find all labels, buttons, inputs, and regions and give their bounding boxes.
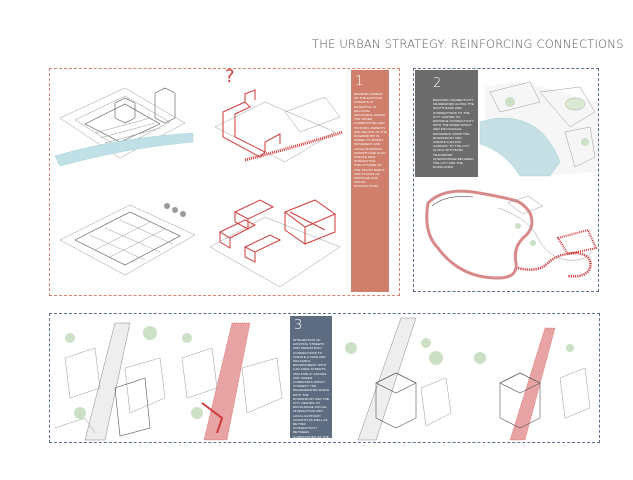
sketch-building-plaza-red	[474, 327, 591, 441]
panel-3-frame	[49, 313, 600, 443]
sketch-red-route-map	[425, 189, 598, 280]
panel-1-number: 1	[355, 74, 364, 89]
sketch-industrial-aerial	[54, 87, 194, 167]
panel-3-number: 3	[294, 318, 303, 333]
panel-3-description: INTEGRATION OF EXISTING STREETS AND PEDE…	[293, 338, 330, 443]
page-title: THE URBAN STRATEGY: REINFORCING CONNECTI…	[312, 37, 624, 51]
panel-2-sidebar: 2 REFINING CONNECTIVITY FRAMEWORK ALONG …	[415, 70, 478, 177]
sketch-industrial-grid	[59, 203, 196, 276]
sketch-red-blocks	[209, 199, 341, 288]
panel-1-sidebar: 1 REDEVELOPMENT OF THE EXISTING STREETS …	[351, 70, 389, 292]
question-mark: ?	[225, 66, 235, 87]
sketch-street-aerial-red	[181, 322, 283, 441]
panel-1-description: REDEVELOPMENT OF THE EXISTING STREETS IS…	[354, 92, 387, 189]
panel-2-number: 2	[433, 76, 442, 91]
sketch-building-plaza	[345, 317, 452, 441]
panel-3-sidebar: 3 INTEGRATION OF EXISTING STREETS AND PE…	[290, 316, 332, 443]
panel-1-frame	[49, 68, 400, 296]
sketch-riverfront-aerial	[479, 81, 598, 177]
panel-2-frame	[413, 68, 599, 292]
panel-2-description: REFINING CONNECTIVITY FRAMEWORK ALONG TH…	[433, 98, 474, 170]
sketch-red-outline-top	[214, 89, 344, 163]
sketch-street-aerial-1	[54, 322, 166, 441]
